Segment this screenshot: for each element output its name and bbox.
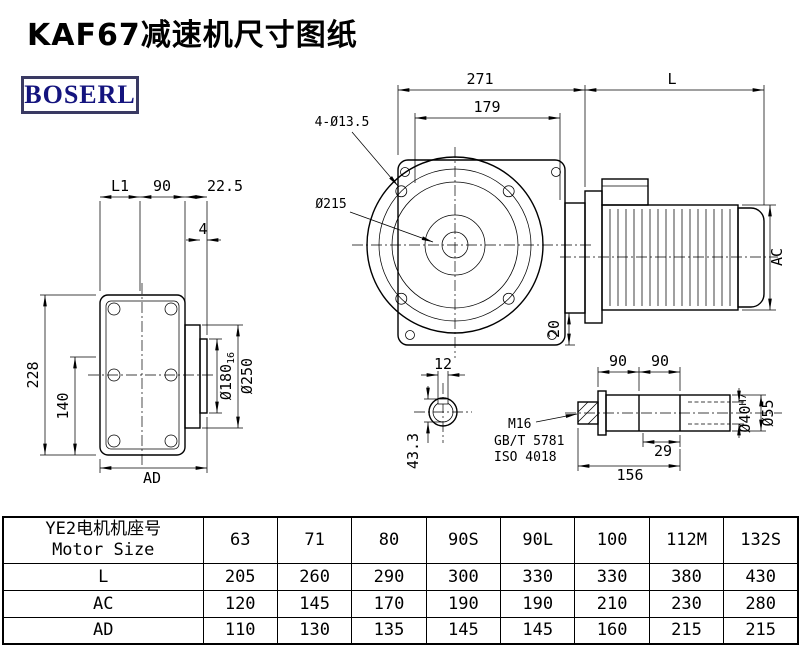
label-flange-holes: 4-Ø13.5 (315, 115, 370, 130)
dim-90-left: 90 (609, 352, 627, 370)
dim-156: 156 (616, 466, 643, 484)
size-80: 80 (351, 516, 427, 564)
shaft-section-view: 12 43.3 (404, 355, 472, 469)
L-value: 380 (648, 562, 725, 591)
AD-value: 135 (351, 616, 427, 645)
AD-value: 145 (425, 616, 502, 645)
table-row-header: YE2电机机座号 Motor Size 63 71 80 90S 90L 100… (2, 516, 799, 564)
motor-size-header-en: Motor Size (52, 540, 155, 561)
dim-key-width: 12 (434, 355, 452, 373)
size-112m: 112M (648, 516, 725, 564)
label-m16: M16 (508, 417, 531, 432)
motor-size-table: YE2电机机座号 Motor Size 63 71 80 90S 90L 100… (2, 516, 800, 645)
L-value: 430 (723, 562, 799, 591)
label-outer-diameter: Ø55 (759, 399, 777, 426)
size-90l: 90L (500, 516, 576, 564)
AD-value: 215 (723, 616, 799, 645)
AC-value: 120 (202, 589, 278, 618)
label-bore-diameter: Ø40H7 (736, 393, 754, 432)
AD-value: 145 (500, 616, 576, 645)
table-row-L: L 205 260 290 300 330 330 380 430 (2, 562, 799, 591)
label-gbt-5781: GB/T 5781 (494, 434, 564, 449)
dim-228: 228 (24, 361, 42, 388)
table-row-AD: AD 110 130 135 145 145 160 215 215 (2, 616, 799, 645)
label-spigot-diameter: Ø18016 (217, 352, 237, 400)
dim-20: 20 (545, 320, 563, 338)
L-value: 300 (425, 562, 502, 591)
dim-22-5: 22.5 (207, 177, 243, 195)
AC-value: 190 (425, 589, 502, 618)
label-flange-diameter: Ø250 (238, 358, 256, 394)
row-label-L: L (2, 562, 204, 591)
motor-fins (609, 209, 731, 306)
label-iso-4018: ISO 4018 (494, 450, 557, 465)
front-view-dimensions: 271 L 179 4-Ø13.5 Ø215 AC 20 (315, 70, 786, 346)
row-label-AC: AC (2, 589, 204, 618)
brand-logo-text: BOSERL (24, 80, 136, 109)
dim-179: 179 (473, 98, 500, 116)
motor-size-header-cn: YE2电机机座号 (45, 519, 162, 540)
dim-L1: L1 (111, 177, 129, 195)
AC-value: 280 (723, 589, 799, 618)
dim-90: 90 (153, 177, 171, 195)
size-71: 71 (276, 516, 353, 564)
front-view (352, 147, 778, 358)
dim-AD: AD (143, 469, 161, 487)
L-value: 330 (500, 562, 576, 591)
AD-value: 215 (648, 616, 725, 645)
technical-drawing: 271 L 179 4-Ø13.5 Ø215 AC 20 (24, 70, 786, 487)
AC-value: 170 (351, 589, 427, 618)
AC-value: 190 (500, 589, 576, 618)
brand-logo: BOSERL (21, 76, 139, 114)
L-value: 290 (351, 562, 427, 591)
label-bolt-circle: Ø215 (315, 197, 346, 212)
AD-value: 130 (276, 616, 353, 645)
shaft-detail-view: 90 90 29 156 Ø40H7 Ø55 M16 GB/T 5781 ISO… (494, 352, 782, 484)
L-value: 330 (574, 562, 650, 591)
L-value: 260 (276, 562, 353, 591)
dim-key-depth: 43.3 (404, 433, 422, 469)
side-view (88, 283, 215, 467)
row-label-AD: AD (2, 616, 204, 645)
size-90s: 90S (425, 516, 502, 564)
size-132s: 132S (723, 516, 799, 564)
size-63: 63 (202, 516, 278, 564)
AD-value: 160 (574, 616, 650, 645)
dim-motor-height: AC (768, 248, 786, 266)
AC-value: 145 (276, 589, 353, 618)
AC-value: 210 (574, 589, 650, 618)
AD-value: 110 (202, 616, 278, 645)
page-title: KAF67减速机尺寸图纸 (27, 18, 358, 53)
motor-size-header-cell: YE2电机机座号 Motor Size (2, 516, 204, 564)
dim-271: 271 (466, 70, 493, 88)
dim-140: 140 (54, 392, 72, 419)
dim-29: 29 (654, 442, 672, 460)
dim-4: 4 (198, 220, 207, 238)
table-row-AC: AC 120 145 170 190 190 210 230 280 (2, 589, 799, 618)
dim-motor-length: L (667, 70, 676, 88)
size-100: 100 (574, 516, 650, 564)
L-value: 205 (202, 562, 278, 591)
side-view-dimensions: L1 90 22.5 4 228 140 AD Ø18016 Ø250 (24, 177, 256, 487)
AC-value: 230 (648, 589, 725, 618)
dim-90-right: 90 (651, 352, 669, 370)
